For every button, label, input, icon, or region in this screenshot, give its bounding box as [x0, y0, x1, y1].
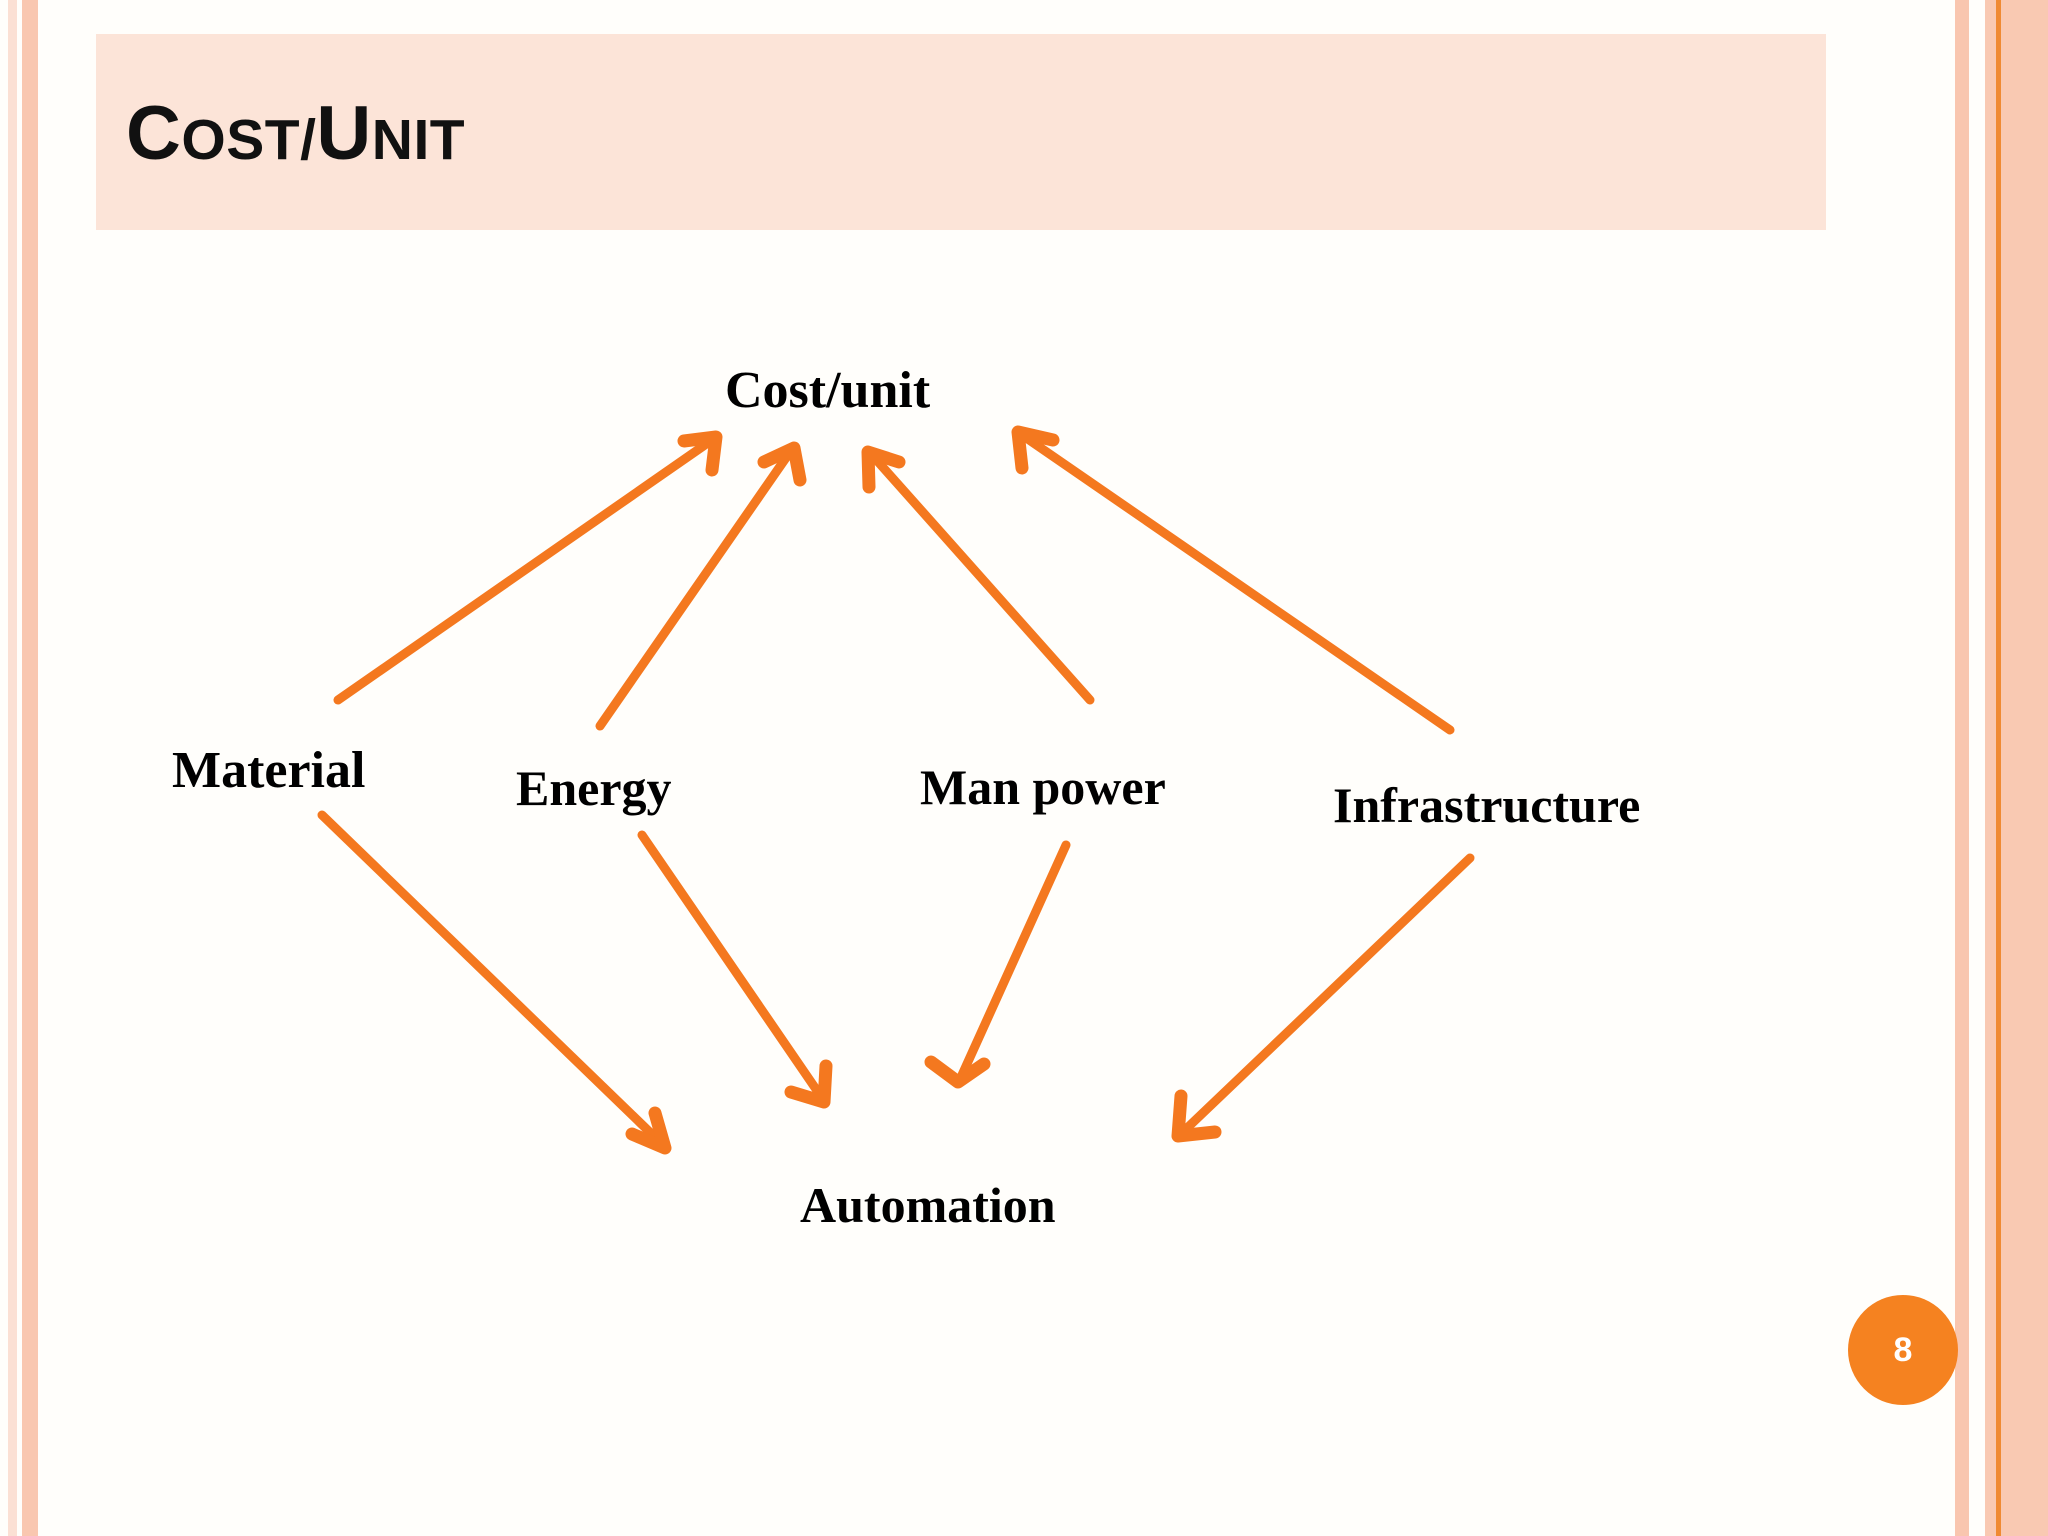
page-title-cap-c: C	[126, 91, 182, 176]
page-title-cap-u: U	[316, 91, 372, 176]
page-number-text: 8	[1893, 1330, 1913, 1369]
arrow-manpower-to-automation	[924, 840, 1071, 1089]
right-stripe-edge	[2013, 0, 2048, 1536]
arrow-material-to-cost	[333, 430, 723, 705]
arrow-material-to-automation	[317, 810, 672, 1155]
left-stripe-inner	[22, 0, 38, 1536]
arrow-manpower-to-cost	[861, 445, 1095, 705]
right-stripe-thin	[1955, 0, 1969, 1536]
left-stripe-outer	[8, 0, 17, 1536]
node-man-power: Man power	[920, 759, 1166, 815]
arrow-infra-to-automation	[1171, 853, 1475, 1143]
arrow-infra-to-cost	[1011, 425, 1455, 735]
arrow-energy-to-automation	[637, 830, 833, 1109]
page-title-rest-nit: NIT	[371, 108, 466, 172]
page-title-rest-ost: OST/	[181, 108, 317, 172]
node-energy: Energy	[516, 760, 672, 816]
node-cost-unit: Cost/unit	[725, 362, 931, 419]
arrow-energy-to-cost	[595, 441, 807, 731]
node-infrastructure: Infrastructure	[1333, 777, 1641, 833]
node-material: Material	[172, 742, 366, 799]
title-banner: COST/UNIT	[96, 34, 1826, 230]
node-automation: Automation	[800, 1177, 1056, 1233]
page-title: COST/UNIT	[126, 96, 465, 172]
right-stripe-accent	[1996, 0, 2001, 1536]
page-number-badge: 8	[1848, 1295, 1958, 1405]
